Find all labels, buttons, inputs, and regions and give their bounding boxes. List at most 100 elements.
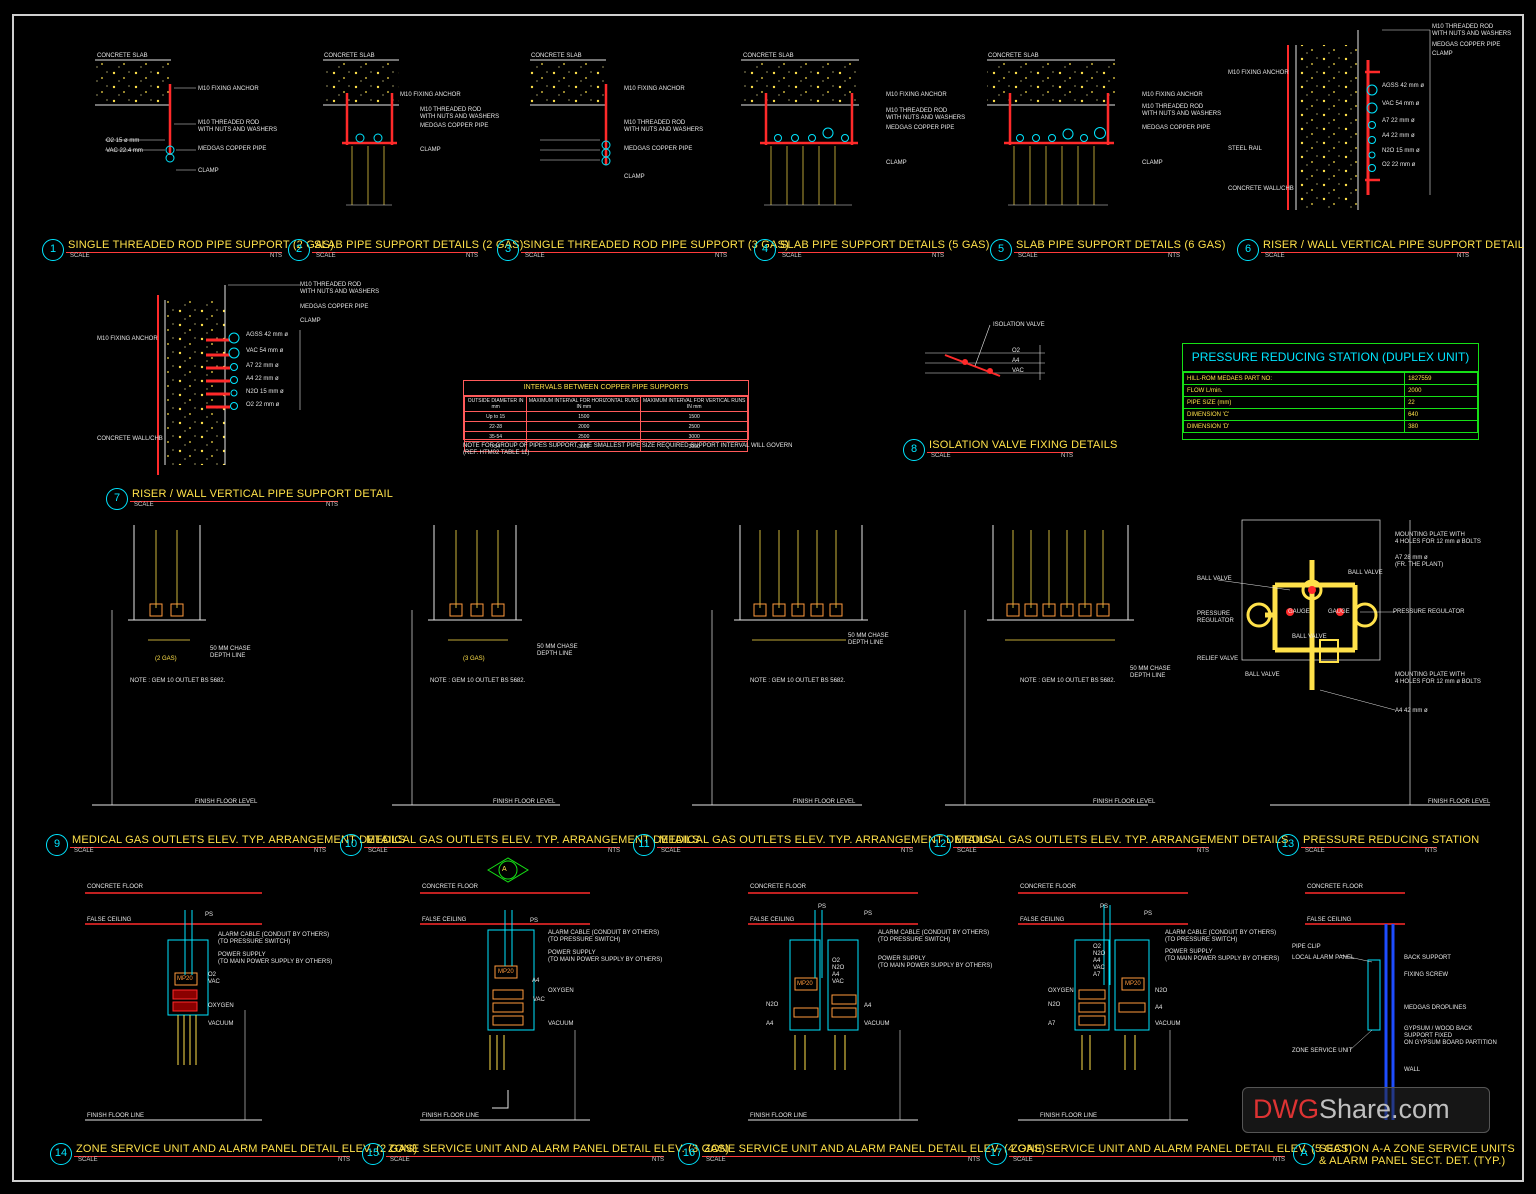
detail-12	[945, 525, 1148, 806]
label-mp20: MP20	[498, 969, 514, 975]
caption-nts: NTS	[1457, 253, 1469, 259]
label-concrete-slab: CONCRETE SLAB	[988, 53, 1039, 59]
label-false-ceiling: FALSE CEILING	[87, 917, 132, 923]
caption-number: 4	[754, 239, 776, 261]
caption-title: RISER / WALL VERTICAL PIPE SUPPORT DETAI…	[132, 488, 394, 500]
intervals-cell: 1500	[526, 411, 642, 422]
label-ffl: FINISH FLOOR LINE	[87, 1113, 145, 1119]
caption-nts: NTS	[466, 253, 478, 259]
label-vacuum: VACUUM	[864, 1021, 890, 1027]
caption-scale: SCALE	[525, 253, 545, 259]
label-alarm-cable-2: (TO PRESSURE SWITCH)	[548, 937, 621, 943]
caption-scale: SCALE	[782, 253, 802, 259]
intervals-cell: 2500	[526, 431, 642, 442]
intervals-cell: 2000	[526, 421, 642, 432]
prs-value: 640	[1404, 408, 1478, 421]
label-gauge: GAUGE	[1328, 609, 1350, 615]
label-pipe-clip: PIPE CLIP	[1292, 944, 1321, 950]
intervals-cell: Up to 15	[463, 411, 528, 422]
prs-key: DIMENSION 'C'	[1182, 408, 1406, 421]
label-power-supply: POWER SUPPLY	[548, 950, 596, 956]
watermark-com: .com	[1391, 1094, 1450, 1124]
caption-scale: SCALE	[1305, 848, 1325, 854]
caption-scale: SCALE	[316, 253, 336, 259]
caption-rule	[130, 501, 338, 502]
label-clamp: CLAMP	[624, 174, 645, 180]
label-ffl: FINISH FLOOR LINE	[1040, 1113, 1098, 1119]
caption-title: SECTION A-A ZONE SERVICE UNITS	[1319, 1143, 1515, 1155]
caption-number: 15	[362, 1143, 384, 1165]
label-alarm-cable-2: (TO PRESSURE SWITCH)	[878, 937, 951, 943]
label-ffl: FINISH FLOOR LINE	[422, 1113, 480, 1119]
label-n2o: N2O	[1093, 951, 1106, 957]
caption-nts: NTS	[326, 502, 338, 508]
label-o2: O2	[208, 972, 217, 978]
label-clamp: CLAMP	[300, 318, 321, 324]
label-ps: PS	[818, 904, 827, 910]
detail-7	[157, 284, 301, 475]
detail-11	[692, 525, 868, 806]
label-fixing-anchor: M10 FIXING ANCHOR	[400, 92, 461, 98]
caption-scale: SCALE	[368, 848, 388, 854]
caption-scale: SCALE	[74, 848, 94, 854]
caption-number: 16	[678, 1143, 700, 1165]
caption-rule	[657, 847, 913, 848]
label-false-ceiling: FALSE CEILING	[1307, 917, 1352, 923]
label-false-ceiling: FALSE CEILING	[422, 917, 467, 923]
riser-label: VAC 54 mm ø	[1382, 101, 1420, 107]
prs-table: PRESSURE REDUCING STATION (DUPLEX UNIT) …	[1182, 343, 1479, 440]
caption-title-line2: & ALARM PANEL SECT. DET. (TYP.)	[1319, 1155, 1506, 1167]
label-ffl: FINISH FLOOR LINE	[750, 1113, 808, 1119]
label-chase: 50 MM CHASE	[210, 646, 251, 652]
caption-rule	[953, 847, 1209, 848]
caption-rule	[66, 252, 282, 253]
label-chase: 50 MM CHASE	[537, 644, 578, 650]
caption-title: PRESSURE REDUCING STATION	[1303, 834, 1480, 846]
label-ffl: FINISH FLOOR LEVEL	[1093, 799, 1156, 805]
prs-grid: HILL-ROM MEDAES PART NO:1827559 FLOW L/m…	[1182, 372, 1478, 433]
label-from-plant: (FR. THE PLANT)	[1395, 562, 1444, 568]
intervals-note: NOTE FOR GROUP OF PIPES SUPPORT, THE SMA…	[463, 443, 793, 449]
watermark-dwg: DWG	[1253, 1094, 1319, 1124]
caption-title: MEDICAL GAS OUTLETS ELEV. TYP. ARRANGEME…	[659, 834, 993, 846]
label-vac: VAC	[208, 979, 220, 985]
label-alarm-cable: ALARM CABLE (CONDUIT BY OTHERS)	[878, 930, 990, 936]
label-ball-valve: BALL VALVE	[1292, 634, 1327, 640]
label-mounting-holes: 4 HOLES FOR 12 mm ø BOLTS	[1395, 679, 1481, 685]
label-chase: 50 MM CHASE	[1130, 666, 1171, 672]
riser-label: VAC 54 mm ø	[246, 348, 284, 354]
caption-scale: SCALE	[78, 1157, 98, 1163]
label-alarm-cable: ALARM CABLE (CONDUIT BY OTHERS)	[218, 932, 330, 938]
caption-nts: NTS	[1061, 453, 1073, 459]
caption-nts: NTS	[1197, 848, 1209, 854]
label-ffl: FINISH FLOOR LEVEL	[195, 799, 258, 805]
caption-scale: SCALE	[390, 1157, 410, 1163]
caption-number: 11	[633, 834, 655, 856]
label-nuts-washers: WITH NUTS AND WASHERS	[1142, 111, 1222, 117]
label-fixing-anchor: M10 FIXING ANCHOR	[1228, 70, 1289, 76]
label-copper-pipe: MEDGAS COPPER PIPE	[198, 146, 267, 152]
label-chase-line: DEPTH LINE	[848, 640, 884, 646]
caption-title: MEDICAL GAS OUTLETS ELEV. TYP. ARRANGEME…	[366, 834, 700, 846]
label-pressure: PRESSURE	[1197, 611, 1231, 617]
label-power-supply-2: (TO MAIN POWER SUPPLY BY OTHERS)	[1165, 956, 1280, 962]
label-a7: A7	[1048, 1021, 1056, 1027]
intervals-table: INTERVALS BETWEEN COPPER PIPE SUPPORTS O…	[463, 380, 749, 452]
label-nuts-washers: WITH NUTS AND WASHERS	[300, 289, 380, 295]
label-oxygen: OXYGEN	[1048, 988, 1074, 994]
label-fixing-screw: FIXING SCREW	[1404, 972, 1449, 978]
riser-label: N2O 15 mm ø	[1382, 148, 1420, 154]
label-mp20: MP20	[177, 976, 193, 982]
caption-nts: NTS	[314, 848, 326, 854]
label-copper-pipe: MEDGAS COPPER PIPE	[886, 125, 955, 131]
prs-key: DIMENSION 'D'	[1182, 420, 1406, 433]
prs-key: PIPE SIZE (mm)	[1182, 396, 1406, 409]
caption-rule	[364, 847, 620, 848]
